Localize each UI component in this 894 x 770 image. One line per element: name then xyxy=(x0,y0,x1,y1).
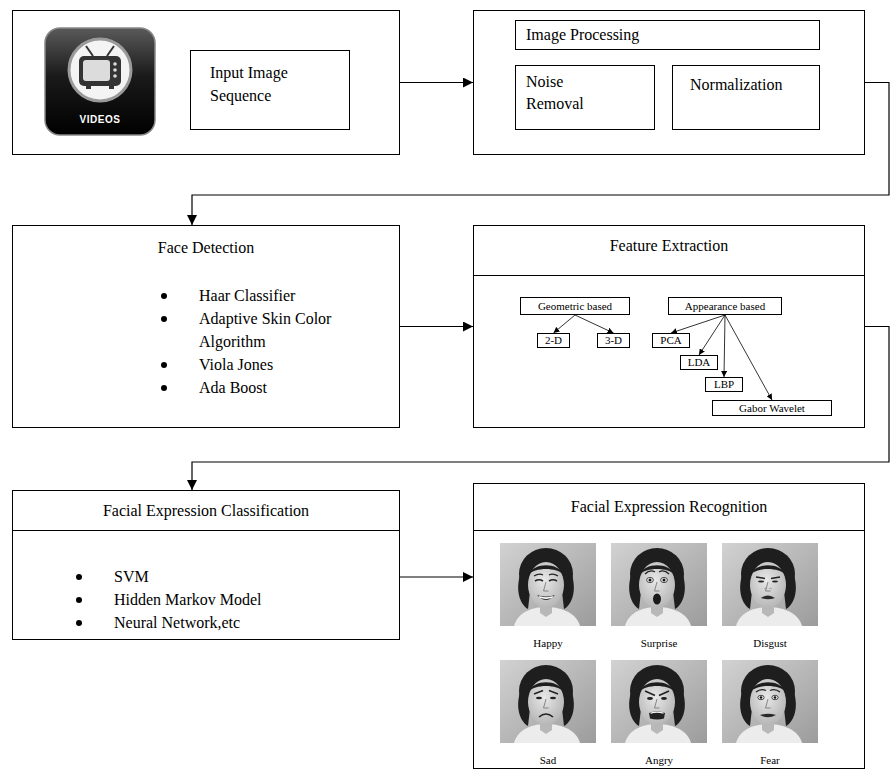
tree-arrow xyxy=(699,315,725,355)
tree-arrow xyxy=(671,315,725,333)
flow-arrow xyxy=(400,326,473,327)
image-caption: Happy xyxy=(498,636,598,650)
list-text: Hidden Markov Model xyxy=(114,588,262,611)
method-box: 2-D xyxy=(537,333,570,348)
box-title: Facial Expression Classification xyxy=(13,491,399,531)
group-frame: Image ProcessingNoise Removal Normalizati… xyxy=(473,10,865,155)
stage-box: Feature ExtractionGeometric based Appeara… xyxy=(473,225,865,428)
face-photo-happy xyxy=(500,543,596,626)
image-caption: Surprise xyxy=(609,636,709,650)
method-text: Appearance based xyxy=(685,301,765,312)
method-text: Gabor Wavelet xyxy=(739,403,805,414)
list-item: Neural Network,etc xyxy=(13,611,399,634)
process-box: Normalization xyxy=(672,65,820,130)
tree-arrow xyxy=(724,315,725,377)
method-box: Gabor Wavelet xyxy=(712,400,832,416)
flow-arrow xyxy=(400,82,473,83)
bullet-dot xyxy=(76,597,82,603)
box-title: Feature Extraction xyxy=(474,226,864,276)
box-text: Input Image Sequence xyxy=(210,61,319,107)
list-text: Ada Boost xyxy=(199,376,267,399)
image-caption: Angry xyxy=(609,753,709,767)
method-box: PCA xyxy=(652,333,690,348)
header-band: Image Processing xyxy=(515,20,820,50)
tree-arrow xyxy=(554,315,576,333)
box-text: VIDEOS xyxy=(49,114,151,126)
process-box: Noise Removal xyxy=(515,65,655,130)
box-text: Image Processing xyxy=(526,26,639,44)
method-text: 3-D xyxy=(605,335,622,346)
process-box: Input Image Sequence xyxy=(190,50,350,130)
group-frame: VIDEOS Input Image Sequence xyxy=(12,10,400,155)
list-item: Viola Jones xyxy=(13,353,399,376)
list-item: SVM xyxy=(13,565,399,588)
face-photo-angry xyxy=(611,660,707,743)
list-text: SVM xyxy=(114,565,149,588)
bullet-dot xyxy=(161,316,167,322)
box-text: Noise Removal xyxy=(526,71,594,115)
method-box: LBP xyxy=(705,377,743,392)
list-item: Adaptive Skin Color Algorithm xyxy=(13,307,399,353)
bullet-dot xyxy=(161,385,167,391)
box-title: Facial Expression Recognition xyxy=(474,484,864,531)
box-title: Face Detection xyxy=(13,226,399,260)
method-box: Geometric based xyxy=(520,297,630,315)
box-text: Normalization xyxy=(690,74,809,96)
flow-arrow xyxy=(192,327,889,491)
list-text: Viola Jones xyxy=(199,353,273,376)
face-photo-disgust xyxy=(722,543,818,626)
stage-box: Face DetectionHaar ClassifierAdaptive Sk… xyxy=(12,225,400,428)
method-text: 2-D xyxy=(545,335,562,346)
list-item: Ada Boost xyxy=(13,376,399,399)
method-text: PCA xyxy=(660,335,681,346)
bullet-dot xyxy=(76,620,82,626)
face-photo-fear xyxy=(722,660,818,743)
method-box: LDA xyxy=(680,355,718,370)
list-text: Neural Network,etc xyxy=(114,611,240,634)
stage-box: Facial Expression ClassificationSVMHidde… xyxy=(12,490,400,640)
bullet-dot xyxy=(161,293,167,299)
stage-box: Facial Expression Recognition xyxy=(473,483,865,769)
bullet-dot xyxy=(76,574,82,580)
image-caption: Fear xyxy=(720,753,820,767)
video-icon: VIDEOS xyxy=(45,28,155,135)
image-caption: Sad xyxy=(498,753,598,767)
list-item: Hidden Markov Model xyxy=(13,588,399,611)
list-item: Haar Classifier xyxy=(13,284,399,307)
list-text: Haar Classifier xyxy=(199,284,295,307)
method-text: LDA xyxy=(688,357,711,368)
face-photo-surprise xyxy=(611,543,707,626)
method-box: 3-D xyxy=(597,333,630,348)
method-text: LBP xyxy=(714,379,734,390)
method-box: Appearance based xyxy=(668,297,782,315)
video-icon-art xyxy=(45,28,155,135)
tree-arrow xyxy=(575,315,614,333)
face-photo-sad xyxy=(500,660,596,743)
method-text: Geometric based xyxy=(538,301,612,312)
image-caption: Disgust xyxy=(720,636,820,650)
list-text: Adaptive Skin Color Algorithm xyxy=(199,307,364,353)
bullet-dot xyxy=(161,362,167,368)
flow-arrow xyxy=(400,576,473,577)
